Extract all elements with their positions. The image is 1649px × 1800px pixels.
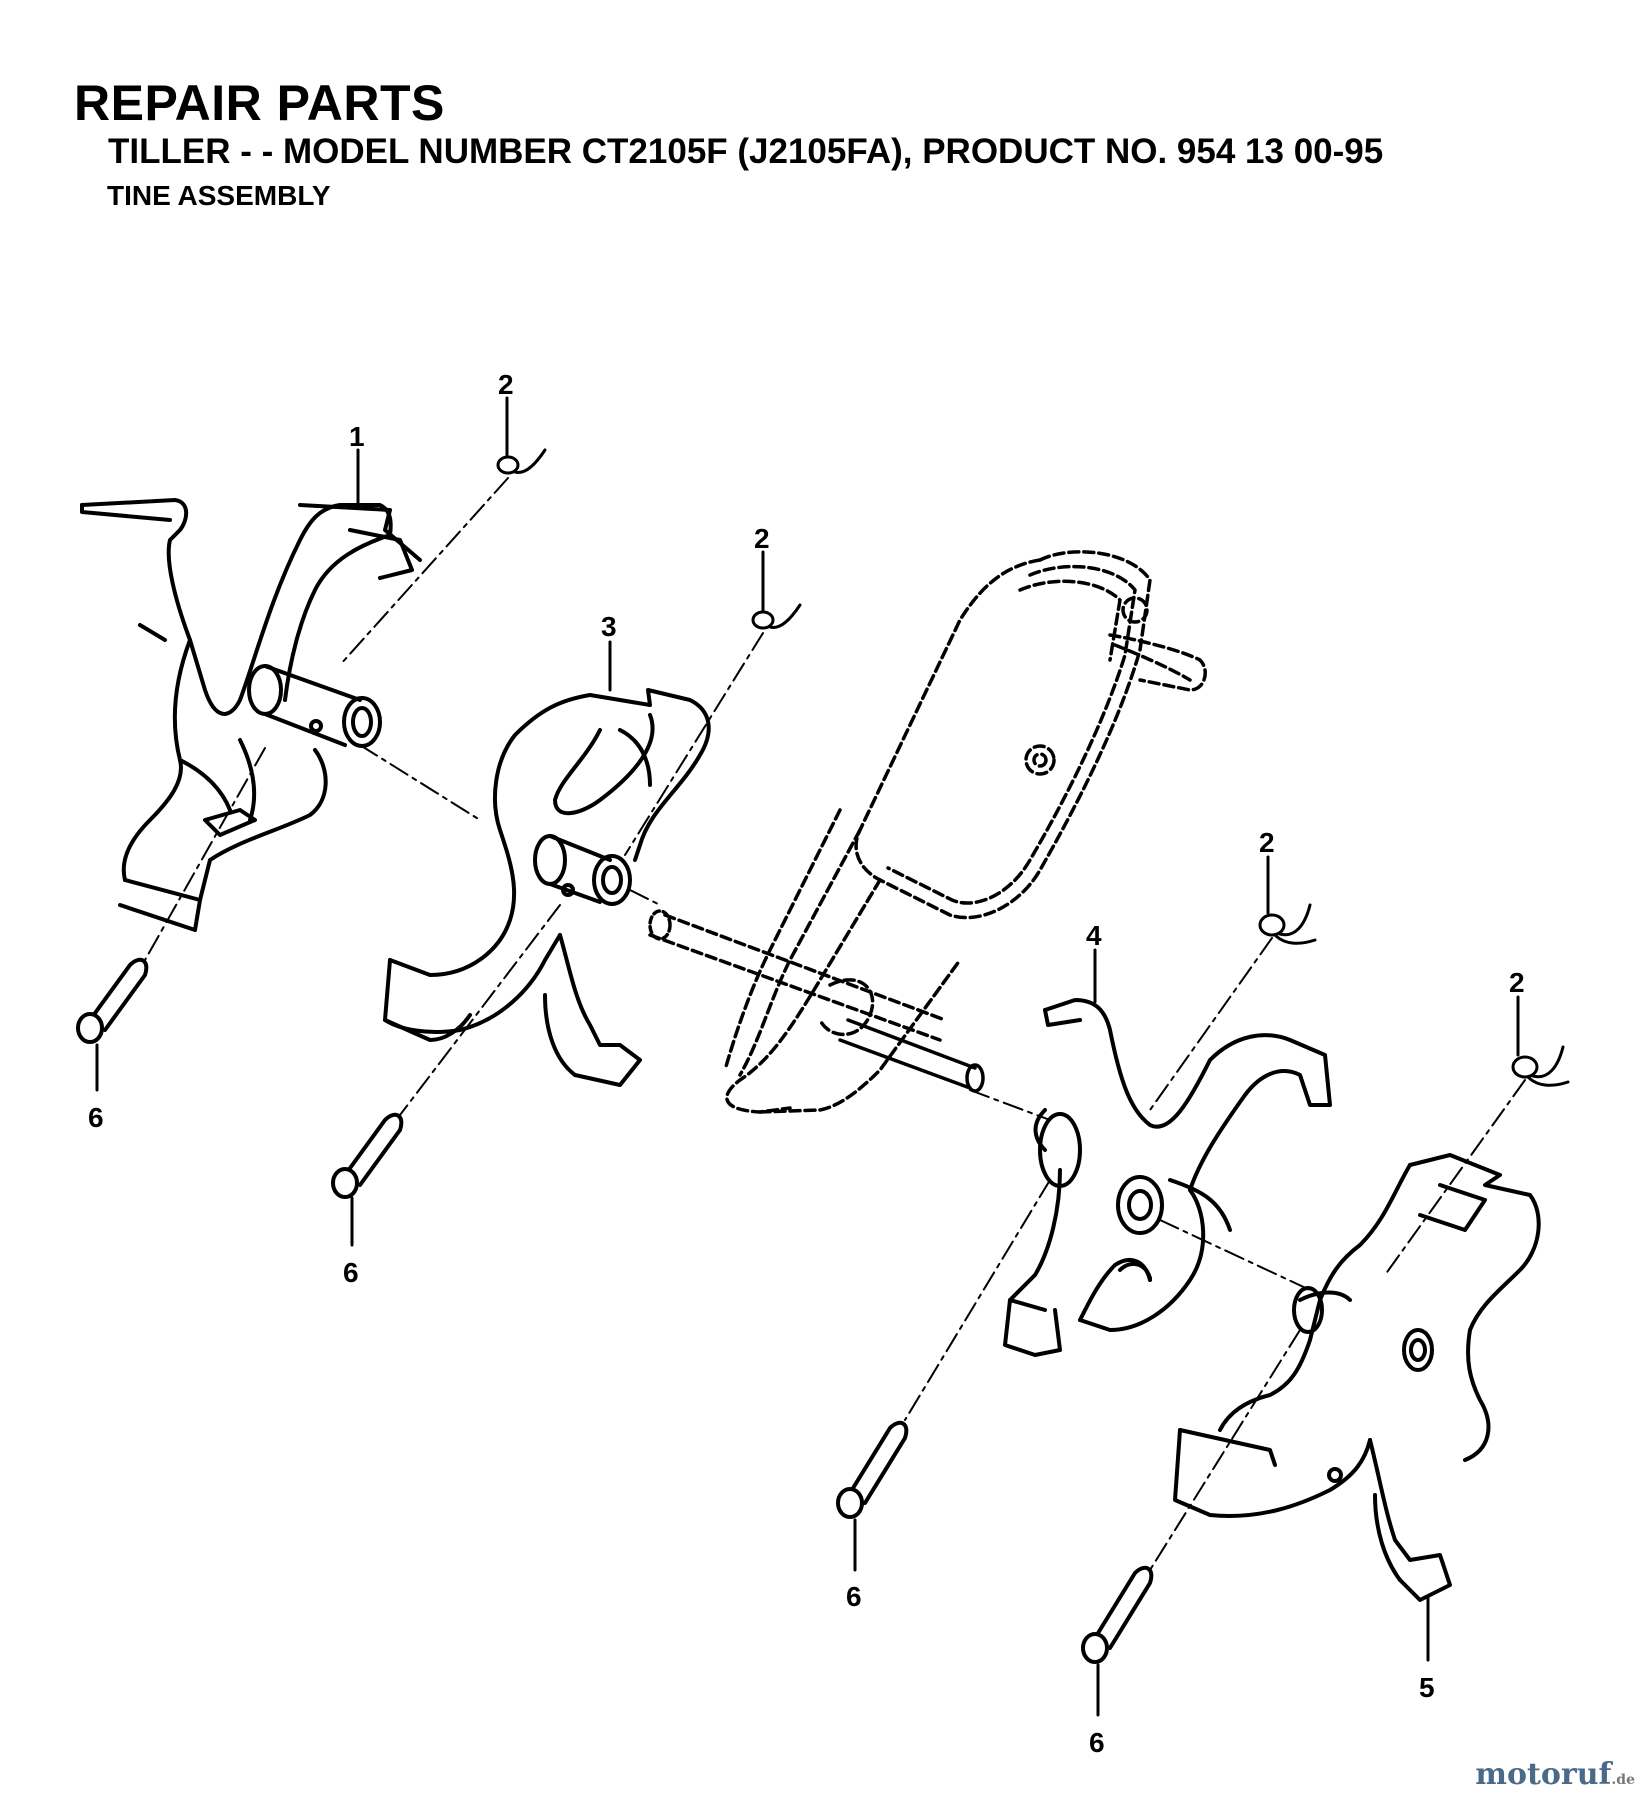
callout-2-c: 2 xyxy=(1259,827,1275,858)
bolt-part-6-d xyxy=(1081,1565,1154,1664)
callout-2-a: 2 xyxy=(498,369,514,400)
watermark-suffix: .de xyxy=(1611,1772,1635,1788)
bolt-part-6-b xyxy=(331,1112,404,1199)
assembly-lines xyxy=(144,477,1526,1571)
section-title: TINE ASSEMBLY xyxy=(107,180,331,211)
callout-5: 5 xyxy=(1419,1672,1435,1703)
model-subtitle: TILLER - - MODEL NUMBER CT2105F (J2105FA… xyxy=(108,132,1384,171)
callout-4: 4 xyxy=(1086,920,1102,951)
clip-part-2-c xyxy=(1258,903,1317,945)
watermark-logo: motoruf.de xyxy=(1475,1757,1635,1792)
callout-2-d: 2 xyxy=(1509,967,1525,998)
bolt-part-6-c xyxy=(836,1420,909,1519)
watermark-text: motoruf xyxy=(1475,1757,1612,1792)
gearbox-housing xyxy=(723,550,1207,1114)
leader-lines xyxy=(95,396,1520,1717)
callout-2-b: 2 xyxy=(754,523,770,554)
tine-part-3 xyxy=(383,688,711,1087)
callout-6-d: 6 xyxy=(1089,1727,1105,1758)
callout-6-c: 6 xyxy=(846,1581,862,1612)
callout-3: 3 xyxy=(601,611,617,642)
callout-1: 1 xyxy=(349,421,365,452)
callout-6-a: 6 xyxy=(88,1102,104,1133)
tine-part-4 xyxy=(1003,998,1332,1357)
clip-part-2-a xyxy=(496,448,547,475)
clip-part-2-d xyxy=(1511,1045,1570,1087)
tine-part-5 xyxy=(1173,1153,1541,1602)
bolt-part-6-a xyxy=(76,957,149,1044)
page-title: REPAIR PARTS xyxy=(74,75,445,131)
clip-part-2-b xyxy=(751,603,802,630)
tine-shaft xyxy=(648,909,985,1093)
callout-6-b: 6 xyxy=(343,1257,359,1288)
tine-part-1 xyxy=(80,498,422,932)
